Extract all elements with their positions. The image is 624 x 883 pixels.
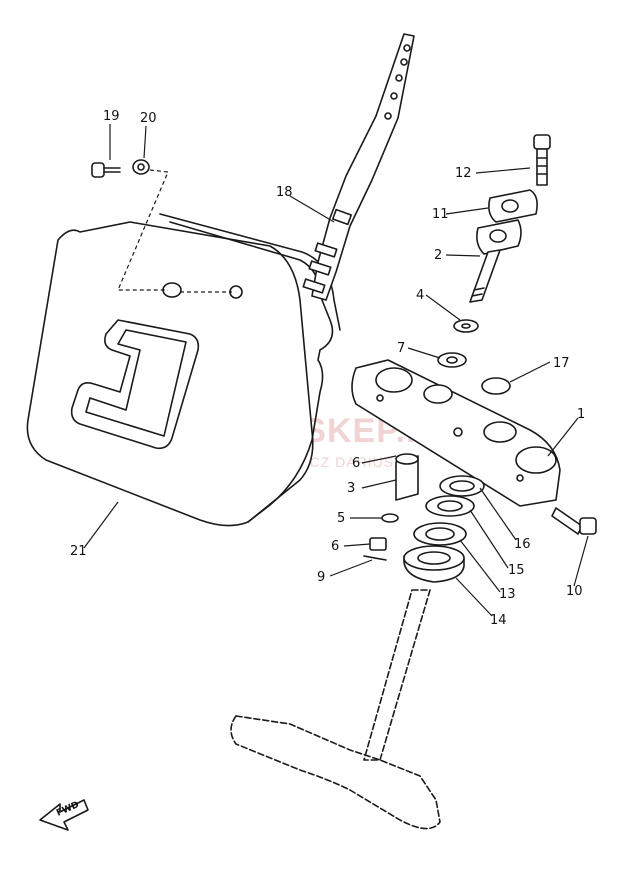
washer-5 xyxy=(381,513,399,523)
callout-13: 13 xyxy=(499,587,516,602)
callout-2: 2 xyxy=(434,248,442,263)
callout-12: 12 xyxy=(455,166,472,181)
race-15 xyxy=(425,495,475,517)
nut-6 xyxy=(369,537,387,551)
callout-21: 21 xyxy=(70,544,87,559)
plate-bracket xyxy=(302,33,415,301)
seal-14 xyxy=(403,545,465,583)
callout-15: 15 xyxy=(508,563,525,578)
callout-4: 4 xyxy=(416,288,424,303)
callout-16: 16 xyxy=(514,537,531,552)
pin-9 xyxy=(363,555,387,561)
callout-10: 10 xyxy=(566,584,583,599)
callout-11: 11 xyxy=(432,207,449,222)
bolt-19 xyxy=(91,162,121,178)
number-plate xyxy=(26,213,341,527)
callout-9: 9 xyxy=(317,570,325,585)
washer-20 xyxy=(132,159,150,175)
handlebar-clamp-11 xyxy=(488,189,538,223)
callout-7: 7 xyxy=(397,341,405,356)
callout-17: 17 xyxy=(553,356,570,371)
callout-6-lower: 6 xyxy=(331,539,339,554)
steering-stem xyxy=(230,589,441,830)
collar-3 xyxy=(395,453,419,501)
forward-arrow-icon: FWD xyxy=(39,799,89,831)
callout-20: 20 xyxy=(140,111,157,126)
callout-5: 5 xyxy=(337,511,345,526)
damper-7 xyxy=(437,352,467,368)
bolt-10 xyxy=(551,507,597,535)
upper-bracket-1 xyxy=(351,359,561,507)
bearing-16 xyxy=(439,475,485,497)
handlebar-holder-2 xyxy=(469,219,522,303)
callout-3: 3 xyxy=(347,481,355,496)
callout-1: 1 xyxy=(577,407,585,422)
callout-18: 18 xyxy=(276,185,293,200)
callout-19: 19 xyxy=(103,109,120,124)
callout-14: 14 xyxy=(490,613,507,628)
bolt-12 xyxy=(533,134,551,186)
bearing-13 xyxy=(413,522,467,546)
washer-4 xyxy=(453,319,479,333)
callout-6-upper: 6 xyxy=(352,456,360,471)
cap-17 xyxy=(481,377,511,395)
